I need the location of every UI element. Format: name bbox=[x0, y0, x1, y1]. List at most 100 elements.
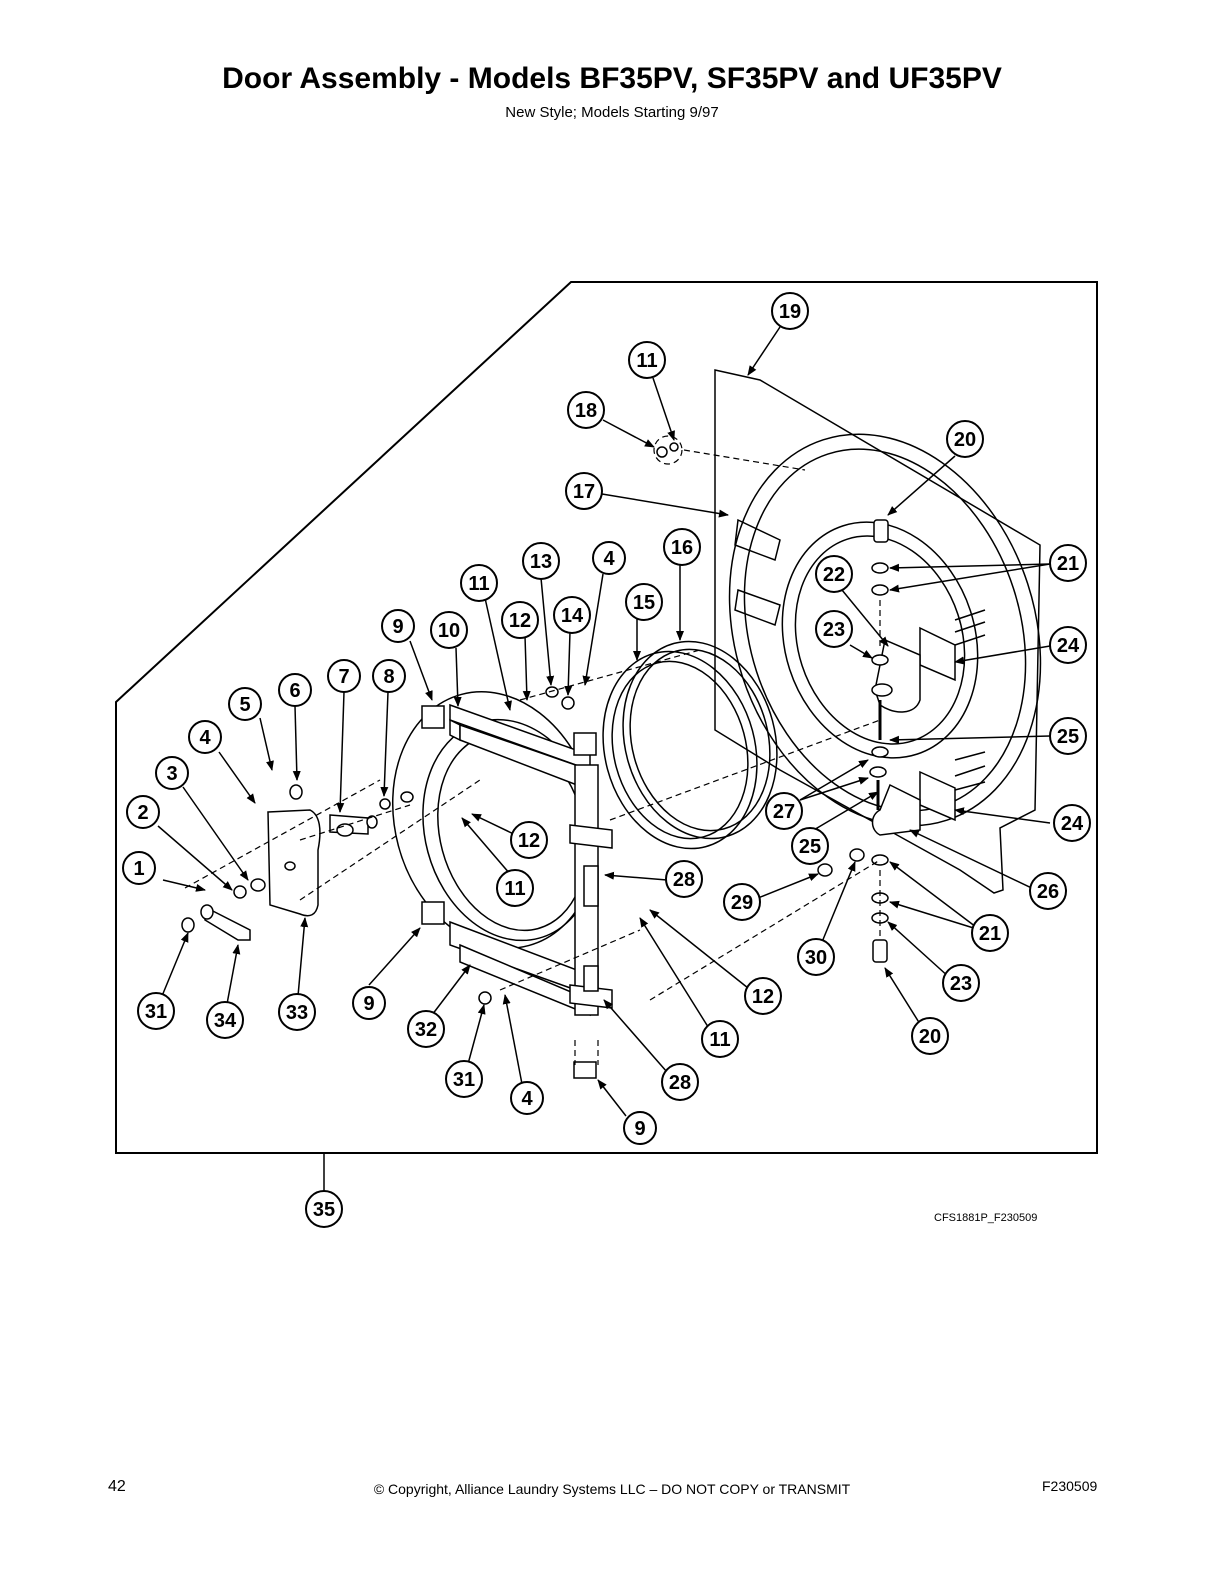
callout-label: 21 bbox=[979, 923, 1001, 945]
callout-label: 11 bbox=[504, 878, 525, 900]
callout-label: 8 bbox=[383, 666, 394, 688]
callout-5: 5 bbox=[228, 687, 262, 721]
document-code: F230509 bbox=[1042, 1478, 1098, 1494]
callout-label: 21 bbox=[1057, 553, 1079, 575]
callout-label: 20 bbox=[954, 429, 976, 451]
callout-label: 5 bbox=[239, 694, 250, 716]
callout-35: 35 bbox=[305, 1190, 343, 1228]
callout-11c: 11 bbox=[496, 869, 534, 907]
callout-33: 33 bbox=[278, 993, 316, 1031]
callout-label: 3 bbox=[166, 763, 177, 785]
callout-label: 6 bbox=[289, 680, 300, 702]
callout-14: 14 bbox=[553, 596, 591, 634]
callout-label: 18 bbox=[575, 400, 597, 422]
callout-9b: 9 bbox=[623, 1111, 657, 1145]
callout-label: 9 bbox=[634, 1118, 645, 1140]
callout-label: 11 bbox=[636, 350, 657, 372]
callout-9c: 9 bbox=[352, 986, 386, 1020]
callout-label: 35 bbox=[313, 1199, 335, 1221]
callout-16: 16 bbox=[663, 528, 701, 566]
callout-25b: 25 bbox=[791, 827, 829, 865]
callout-32: 32 bbox=[407, 1010, 445, 1048]
callout-label: 28 bbox=[669, 1072, 691, 1094]
callout-27: 27 bbox=[765, 792, 803, 830]
callout-label: 11 bbox=[468, 573, 489, 595]
callout-24b: 24 bbox=[1053, 804, 1091, 842]
callout-label: 34 bbox=[214, 1010, 237, 1032]
callout-28a: 28 bbox=[665, 860, 703, 898]
callout-label: 30 bbox=[805, 947, 827, 969]
callout-3: 3 bbox=[155, 756, 189, 790]
callout-20b: 20 bbox=[911, 1017, 949, 1055]
callout-label: 11 bbox=[709, 1029, 730, 1051]
callout-label: 23 bbox=[950, 973, 972, 995]
callout-19: 19 bbox=[771, 292, 809, 330]
callout-label: 20 bbox=[919, 1026, 941, 1048]
callout-label: 23 bbox=[823, 619, 845, 641]
callout-bubbles: 1 2 3 4 5 6 7 8 9 10 11 12 13 14 4 15 16… bbox=[122, 292, 1091, 1228]
callout-label: 14 bbox=[561, 605, 584, 627]
callout-label: 29 bbox=[731, 892, 753, 914]
drawing-id: CFS1881P_F230509 bbox=[934, 1212, 1038, 1224]
callout-label: 7 bbox=[338, 666, 349, 688]
callout-23b: 23 bbox=[942, 964, 980, 1002]
callout-label: 12 bbox=[752, 986, 774, 1008]
callout-17: 17 bbox=[565, 472, 603, 510]
callout-2: 2 bbox=[126, 795, 160, 829]
callout-11d: 11 bbox=[701, 1020, 739, 1058]
callout-1: 1 bbox=[122, 851, 156, 885]
callout-label: 4 bbox=[199, 727, 211, 749]
handle-cover bbox=[267, 809, 321, 917]
page-subtitle: New Style; Models Starting 9/97 bbox=[505, 104, 719, 121]
callout-label: 12 bbox=[509, 610, 531, 632]
callout-label: 27 bbox=[773, 801, 795, 823]
callout-15: 15 bbox=[625, 583, 663, 621]
callout-label: 9 bbox=[363, 993, 374, 1015]
callout-26: 26 bbox=[1029, 872, 1067, 910]
callout-23a: 23 bbox=[815, 610, 853, 648]
assembly-frame bbox=[115, 281, 1098, 1154]
callout-21a: 21 bbox=[1049, 544, 1087, 582]
hinge-brackets bbox=[919, 609, 986, 822]
callout-9a: 9 bbox=[381, 609, 415, 643]
callout-label: 31 bbox=[453, 1069, 475, 1091]
door-glass bbox=[602, 640, 778, 850]
callout-label: 25 bbox=[799, 836, 821, 858]
lower-hinge bbox=[817, 746, 921, 963]
upper-hinge bbox=[871, 519, 921, 740]
callout-22: 22 bbox=[815, 555, 853, 593]
front-panel bbox=[714, 369, 1042, 894]
callout-label: 33 bbox=[286, 1002, 308, 1024]
callout-label: 19 bbox=[779, 301, 801, 323]
callout-28b: 28 bbox=[661, 1063, 699, 1101]
hinge-frame bbox=[421, 703, 613, 1079]
callout-label: 24 bbox=[1057, 635, 1080, 657]
callout-4b: 4 bbox=[592, 541, 626, 575]
callout-10: 10 bbox=[430, 611, 468, 649]
callout-label: 28 bbox=[673, 869, 695, 891]
callout-4a: 4 bbox=[188, 720, 222, 754]
callout-20a: 20 bbox=[946, 420, 984, 458]
callout-11b: 11 bbox=[628, 341, 666, 379]
callout-29: 29 bbox=[723, 883, 761, 921]
callout-label: 15 bbox=[633, 592, 655, 614]
callout-7: 7 bbox=[327, 659, 361, 693]
callout-34: 34 bbox=[206, 1001, 244, 1039]
callout-12c: 12 bbox=[744, 977, 782, 1015]
callout-label: 4 bbox=[603, 548, 615, 570]
callout-25a: 25 bbox=[1049, 717, 1087, 755]
copyright-notice: © Copyright, Alliance Laundry Systems LL… bbox=[373, 1481, 851, 1497]
callout-label: 2 bbox=[137, 802, 148, 824]
callout-11a: 11 bbox=[460, 564, 498, 602]
callout-label: 13 bbox=[530, 551, 552, 573]
callout-label: 17 bbox=[573, 481, 595, 503]
callout-4c: 4 bbox=[510, 1081, 544, 1115]
callout-label: 12 bbox=[518, 830, 540, 852]
callout-24a: 24 bbox=[1049, 626, 1087, 664]
callout-label: 26 bbox=[1037, 881, 1059, 903]
callout-label: 24 bbox=[1061, 813, 1084, 835]
handle-hardware bbox=[181, 442, 679, 1005]
callout-label: 22 bbox=[823, 564, 845, 586]
callout-21b: 21 bbox=[971, 914, 1009, 952]
